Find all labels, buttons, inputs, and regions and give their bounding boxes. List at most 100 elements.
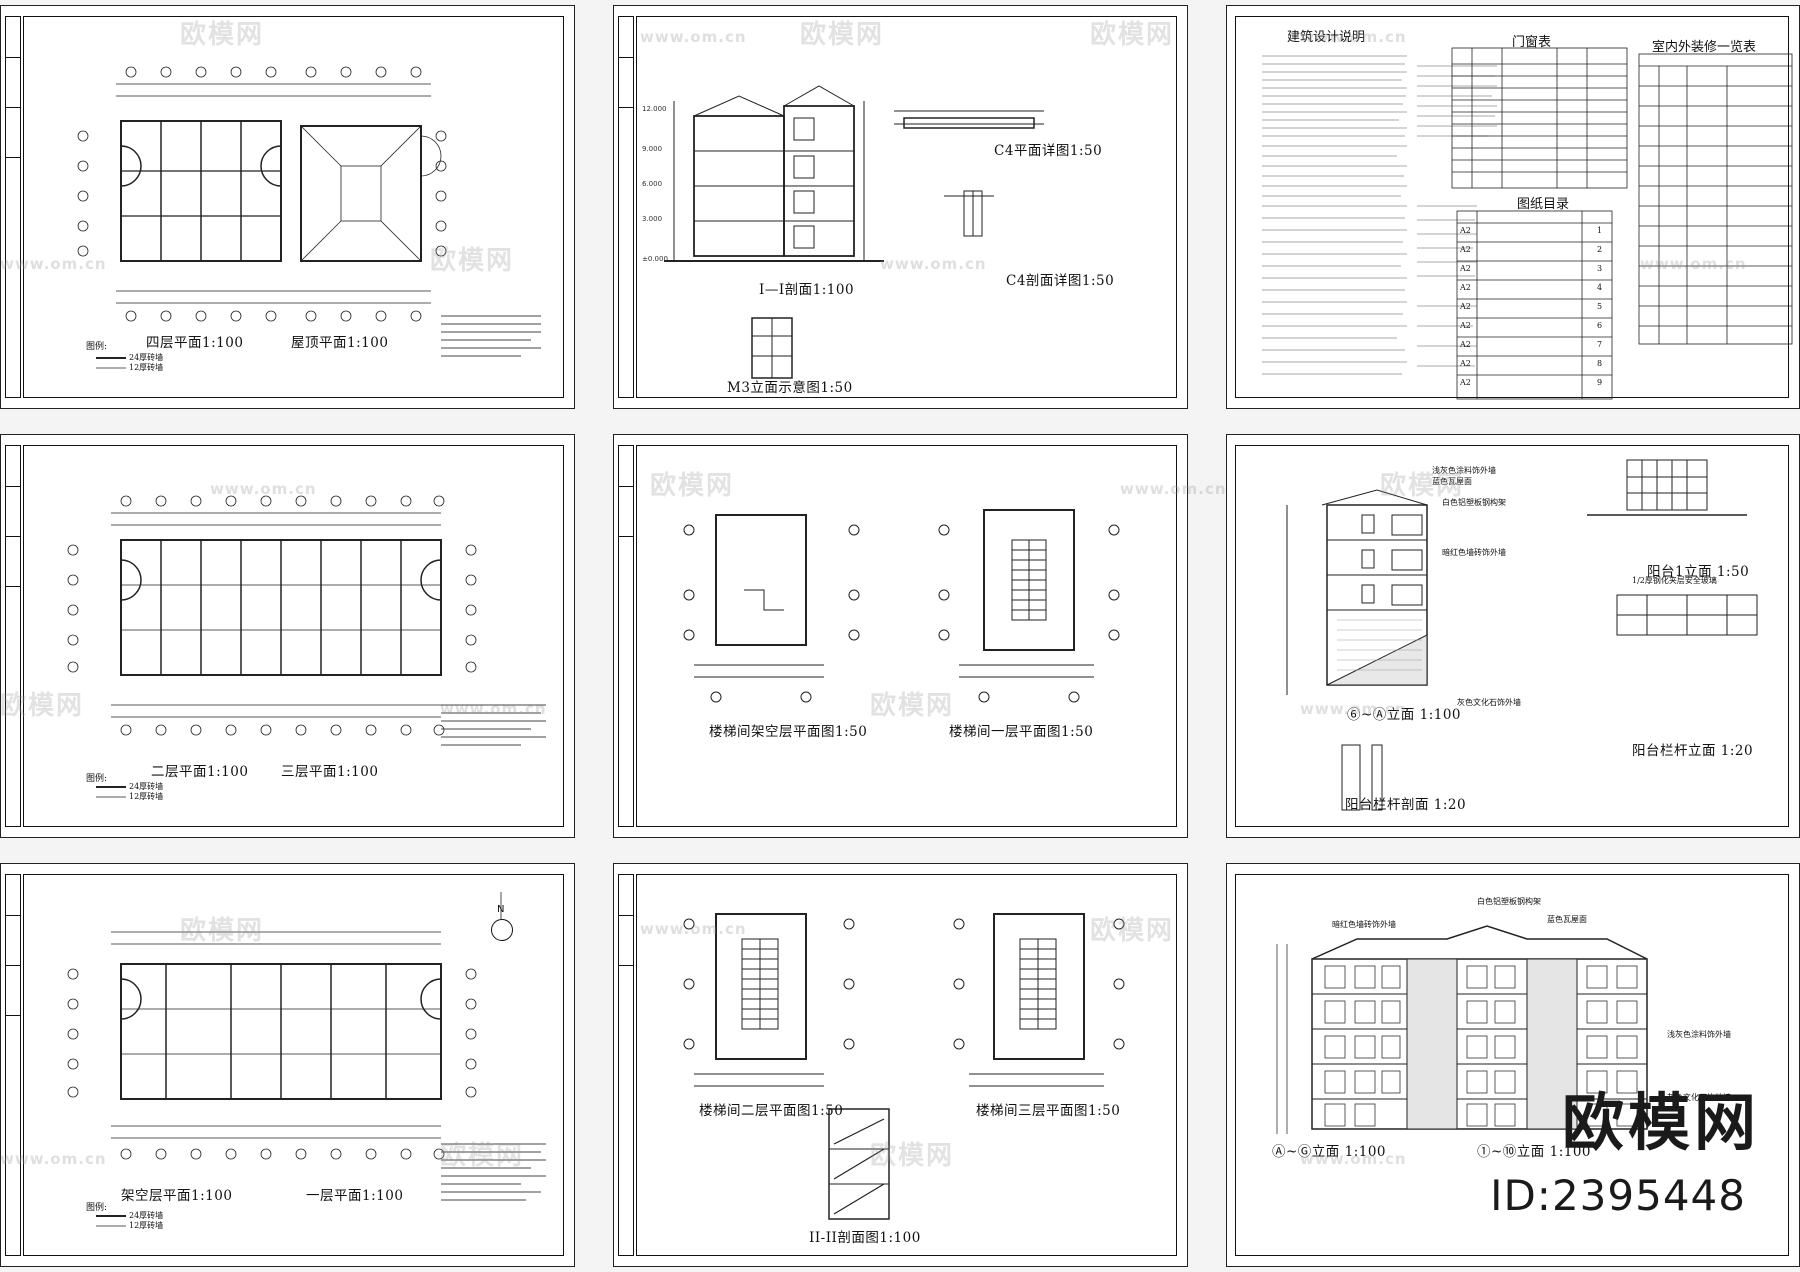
svg-text:12.000: 12.000 bbox=[642, 105, 667, 113]
door-window-table-title: 门窗表 bbox=[1512, 35, 1552, 50]
elevation-title: ⑥~Ⓐ立面 1:100 bbox=[1347, 707, 1462, 723]
plan-title-roof: 屋顶平面1:100 bbox=[291, 335, 389, 351]
stair-section-title: II-II剖面图1:100 bbox=[809, 1230, 921, 1246]
callout-grey-paint: 浅灰色涂料饰外墙 bbox=[1667, 1030, 1731, 1039]
index-no-8: 8 bbox=[1597, 359, 1603, 368]
index-no-6: 6 bbox=[1597, 321, 1603, 330]
detail-title-c4-section: C4剖面详图1:50 bbox=[1006, 273, 1115, 289]
svg-text:±0.000: ±0.000 bbox=[642, 255, 668, 263]
plan-title-floor4: 四层平面1:100 bbox=[146, 335, 244, 351]
index-size-3: A2 bbox=[1460, 264, 1471, 273]
callout-grey-stone: 灰色文化石饰外墙 bbox=[1667, 1093, 1731, 1102]
callout-blue-roof: 蓝色瓦屋面 bbox=[1432, 477, 1472, 486]
stair-plan-drawings bbox=[683, 509, 1120, 703]
title-strip bbox=[5, 445, 21, 827]
index-no-2: 2 bbox=[1597, 245, 1603, 254]
drawing-frame bbox=[23, 874, 564, 1256]
legend-title: 图例: bbox=[86, 1203, 108, 1213]
callout-white-frame: 白色铝塑板钢构架 bbox=[1477, 897, 1541, 906]
sheet-stair-plans-2: 楼梯间二层平面图1:50 楼梯间三层平面图1:50 II-II剖面图1:100 bbox=[613, 863, 1188, 1267]
title-strip bbox=[5, 16, 21, 398]
elevation-title-a-g: Ⓐ~Ⓖ立面 1:100 bbox=[1272, 1144, 1387, 1160]
elevation-title-1-10: ①~⑩立面 1:100 bbox=[1477, 1144, 1592, 1160]
finish-table-title: 室内外装修一览表 bbox=[1652, 40, 1757, 55]
plan-title-floor2: 二层平面1:100 bbox=[151, 764, 249, 780]
plan-drawings bbox=[67, 892, 546, 1227]
plan-drawings bbox=[77, 66, 541, 369]
legend-title: 图例: bbox=[86, 342, 108, 352]
north-arrow-icon bbox=[491, 919, 513, 941]
index-no-1: 1 bbox=[1597, 226, 1603, 235]
stair-plan-title-floor2: 楼梯间二层平面图1:50 bbox=[699, 1103, 844, 1119]
index-size-2: A2 bbox=[1460, 245, 1471, 254]
callout-red-brick: 暗红色墙砖饰外墙 bbox=[1332, 920, 1396, 929]
index-size-7: A2 bbox=[1460, 340, 1471, 349]
balcony-elevation-title: 阳台1立面 1:50 bbox=[1647, 564, 1750, 580]
index-size-6: A2 bbox=[1460, 321, 1471, 330]
callout-blue-roof: 蓝色瓦屋面 bbox=[1547, 915, 1587, 924]
drawing-frame bbox=[23, 445, 564, 827]
callout-red-brick: 暗红色墙砖饰外墙 bbox=[1442, 548, 1506, 557]
plan-title-floor3: 三层平面1:100 bbox=[281, 764, 379, 780]
sheet-elevation-balcony: ⑥~Ⓐ立面 1:100 阳台1立面 1:50 阳台栏杆立面 1:20 阳台栏杆剖… bbox=[1226, 434, 1800, 838]
legend-item-12: 12厚砖墙 bbox=[129, 363, 164, 372]
stair-plan-title-floor1: 楼梯间一层平面图1:50 bbox=[949, 724, 1094, 740]
sheet-floor4-roof: 四层平面1:100 屋顶平面1:100 图例: 24厚砖墙 12厚砖墙 bbox=[0, 5, 575, 409]
plan-drawings bbox=[67, 495, 546, 798]
sheet-design-notes: 建筑设计说明 门窗表 室内外装修一览表 图纸目录 A2 A2 A2 A2 A2 … bbox=[1226, 5, 1800, 409]
drawing-frame bbox=[1235, 445, 1789, 827]
stair-plan-drawings bbox=[683, 913, 1125, 1220]
callout-grey-stone: 灰色文化石饰外墙 bbox=[1457, 698, 1521, 707]
svg-text:6.000: 6.000 bbox=[642, 180, 662, 188]
index-size-9: A2 bbox=[1460, 378, 1471, 387]
legend-item-24: 24厚砖墙 bbox=[129, 1211, 164, 1220]
drawing-frame bbox=[636, 16, 1177, 398]
legend-item-12: 12厚砖墙 bbox=[129, 792, 164, 801]
elevation-drawings bbox=[1286, 459, 1758, 811]
title-strip bbox=[618, 16, 634, 398]
index-size-8: A2 bbox=[1460, 359, 1471, 368]
drawing-frame bbox=[1235, 16, 1789, 398]
index-size-5: A2 bbox=[1460, 302, 1471, 311]
index-no-7: 7 bbox=[1597, 340, 1603, 349]
legend-item-24: 24厚砖墙 bbox=[129, 782, 164, 791]
section-title-1: I—I剖面1:100 bbox=[759, 282, 855, 298]
index-no-4: 4 bbox=[1597, 283, 1603, 292]
railing-section-title: 阳台栏杆剖面 1:20 bbox=[1345, 797, 1467, 813]
model-id: ID:2395448 bbox=[1490, 1171, 1746, 1220]
title-strip bbox=[5, 874, 21, 1256]
plan-title-ground: 架空层平面1:100 bbox=[121, 1188, 233, 1204]
title-strip bbox=[618, 445, 634, 827]
callout-white-frame: 白色铝塑板钢构架 bbox=[1442, 498, 1506, 507]
plan-title-floor1: 一层平面1:100 bbox=[306, 1188, 404, 1204]
drawing-frame bbox=[636, 874, 1177, 1256]
legend-item-24: 24厚砖墙 bbox=[129, 353, 164, 362]
sheet-floor2-3: 二层平面1:100 三层平面1:100 图例: 24厚砖墙 12厚砖墙 bbox=[0, 434, 575, 838]
north-label: N bbox=[497, 904, 505, 915]
title-strip bbox=[618, 874, 634, 1256]
detail-title-c4-plan: C4平面详图1:50 bbox=[994, 143, 1103, 159]
stair-plan-title-ground: 楼梯间架空层平面图1:50 bbox=[709, 724, 868, 740]
elevation-drawings bbox=[1276, 925, 1648, 1134]
brand-logo-text: 欧模网 bbox=[1561, 1086, 1760, 1159]
sheet-stair-plans-1: 楼梯间架空层平面图1:50 楼梯间一层平面图1:50 bbox=[613, 434, 1188, 838]
index-no-9: 9 bbox=[1597, 378, 1603, 387]
index-size-1: A2 bbox=[1460, 226, 1471, 235]
railing-elevation-title: 阳台栏杆立面 1:20 bbox=[1632, 743, 1754, 759]
index-no-3: 3 bbox=[1597, 264, 1603, 273]
callout-grey-paint: 浅灰色涂料饰外墙 bbox=[1432, 466, 1496, 475]
index-size-4: A2 bbox=[1460, 283, 1471, 292]
legend-title: 图例: bbox=[86, 774, 108, 784]
drawing-frame bbox=[636, 445, 1177, 827]
index-no-5: 5 bbox=[1597, 302, 1603, 311]
notes-and-tables bbox=[1262, 47, 1793, 400]
sheet-front-elevation: 白色铝塑板钢构架 暗红色墙砖饰外墙 蓝色瓦屋面 浅灰色涂料饰外墙 灰色文化石饰外… bbox=[1226, 863, 1800, 1267]
drawing-frame bbox=[23, 16, 564, 398]
svg-text:3.000: 3.000 bbox=[642, 215, 662, 223]
drawing-index-title: 图纸目录 bbox=[1517, 197, 1570, 212]
callout-glass: 1/2厚钢化夹层安全玻璃 bbox=[1632, 576, 1717, 585]
drawing-frame bbox=[1235, 874, 1789, 1256]
sheet-ground-floor1: N 架空层平面1:100 一层平面1:100 图例: 24厚砖墙 12厚砖墙 bbox=[0, 863, 575, 1267]
